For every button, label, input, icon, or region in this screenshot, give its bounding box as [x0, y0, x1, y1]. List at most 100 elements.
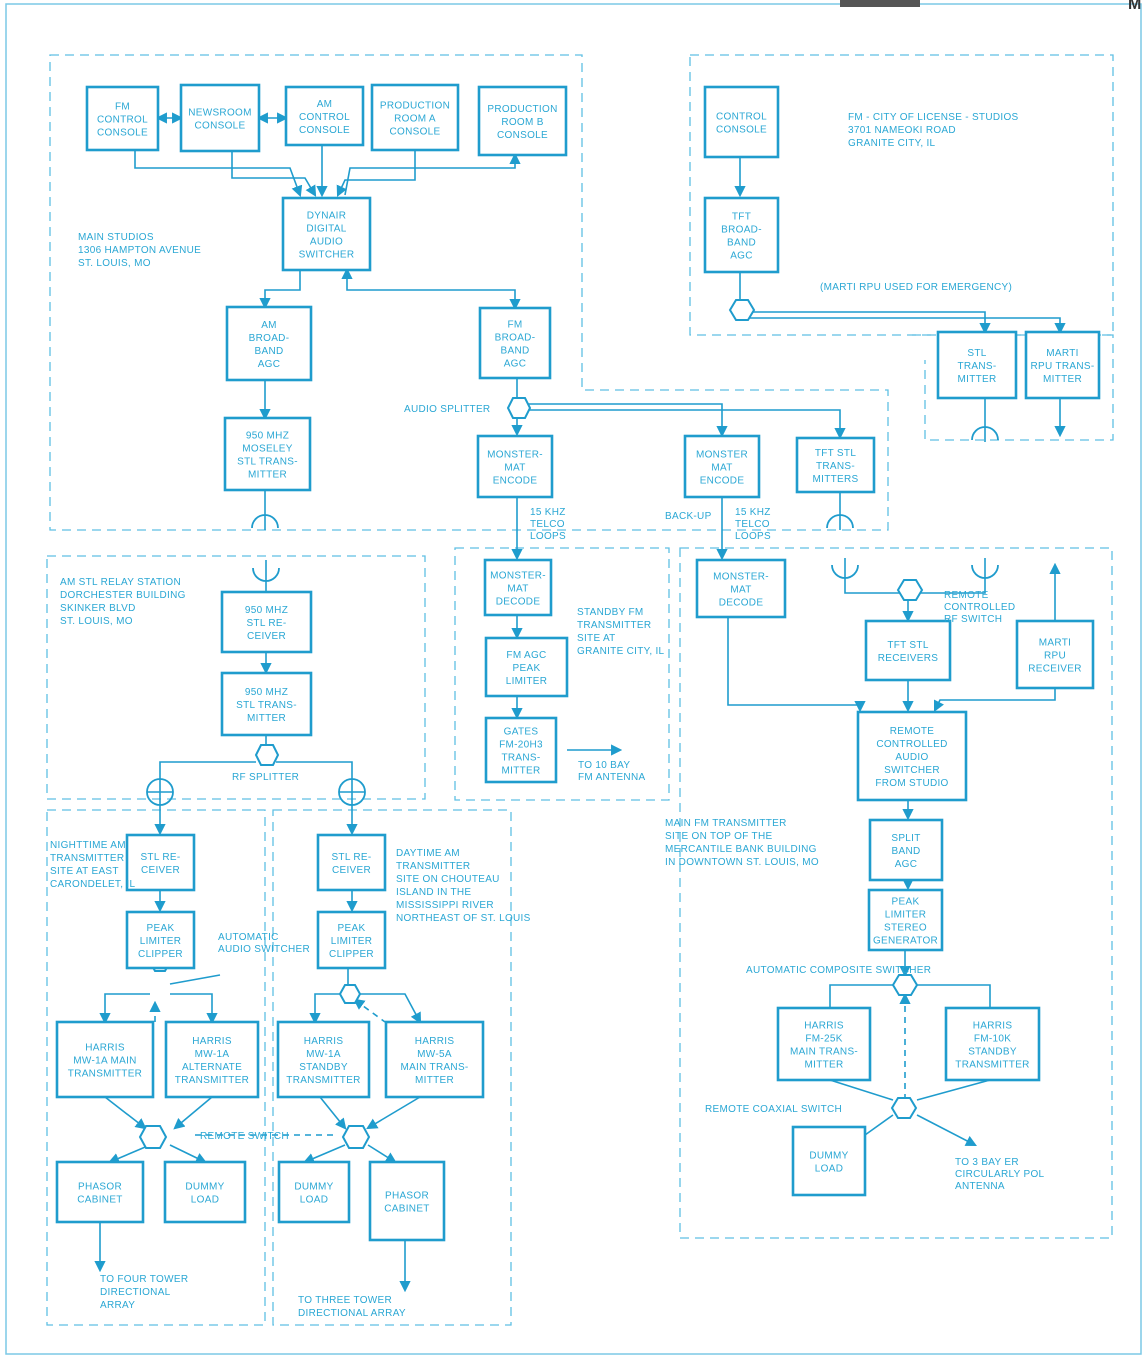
- antenna-fm-rx-1-icon: [831, 558, 859, 579]
- block-production-a-console: [370, 83, 460, 152]
- composite-switcher-hex: [891, 974, 919, 996]
- block-label-dummy-day-line: LOAD: [300, 1195, 328, 1206]
- label-remote-switch-am-line: REMOTE SWITCH: [200, 1131, 289, 1142]
- block-stl-tx-top: [936, 330, 1018, 400]
- block-phasor-day: [368, 1160, 446, 1242]
- block-label-peak-stereo-line: LIMITER: [885, 910, 927, 921]
- region-caption-daytime-am-line: DAYTIME AM: [396, 848, 460, 859]
- block-peak-limiter-day: [316, 910, 387, 970]
- block-label-harris-night-main-line: HARRIS: [85, 1043, 125, 1054]
- block-standby-fm-transmitter: [484, 716, 558, 784]
- block-fm-broadband-agc: [478, 306, 552, 380]
- label-telco-loops-2-line: 15 KHZ: [735, 507, 771, 518]
- region-caption-daytime-am-line: ISLAND IN THE: [396, 887, 471, 898]
- block-label-harris-night-alt-line: HARRIS: [192, 1036, 232, 1047]
- block-label-dec2-line: MONSTER-: [713, 572, 769, 583]
- region-caption-daytime-am-line: MISSISSIPPI RIVER: [396, 900, 494, 911]
- region-am-stl-relay: [46, 555, 426, 800]
- block-label-stl-rcvr-relay-line: STL RE-: [246, 618, 286, 629]
- block-label-stl-tx-top-line: STL: [967, 348, 986, 359]
- block-label-stl-tx-relay-line: 950 MHZ: [245, 687, 288, 698]
- block-label-prod-a-line: CONSOLE: [389, 127, 440, 138]
- antenna-stl-top-icon: [971, 425, 999, 442]
- block-label-harris-night-main-line: MW-1A MAIN: [73, 1056, 136, 1067]
- block-label-marti-rcvr-line: RPU: [1044, 651, 1066, 662]
- label-remote-rf-switch-line: RF SWITCH: [944, 614, 1002, 625]
- block-label-tft-stl-tx-line: MITTERS: [813, 474, 859, 485]
- block-label-switcher-line: SWITCHER: [299, 250, 355, 261]
- antenna-moseley-icon: [251, 514, 279, 530]
- block-harris-night-alt: [164, 1020, 260, 1099]
- label-day-array-line: TO THREE TOWER: [298, 1295, 392, 1306]
- block-label-fm-tx-standby-line: TRANS-: [501, 753, 540, 764]
- block-label-harris-standby-fm-line: FM-10K: [974, 1034, 1011, 1045]
- region-caption-main-studios-line: 1306 HAMPTON AVENUE: [78, 245, 201, 256]
- block-label-enc2-line: ENCODE: [700, 476, 745, 487]
- label-to-main-antenna-line: ANTENNA: [955, 1181, 1005, 1192]
- block-dummy-day: [277, 1160, 351, 1224]
- block-label-harris-day-standby-line: HARRIS: [304, 1036, 344, 1047]
- block-tft-stl-receivers: [864, 619, 952, 682]
- block-label-newsroom-line: NEWSROOM: [188, 108, 252, 119]
- block-marti-rpu-receiver: [1015, 619, 1095, 690]
- block-label-stl-rcvr-night: STL RE-CEIVER: [140, 852, 180, 876]
- block-label-agc-limiter-line: LIMITER: [506, 676, 548, 687]
- block-label-harris-standby-fm-line: TRANSMITTER: [955, 1060, 1029, 1071]
- antenna-night-rx-icon: [146, 778, 174, 806]
- label-automatic-composite-switcher: AUTOMATIC COMPOSITE SWITCHER: [746, 965, 931, 976]
- block-harris-standby-fm: [944, 1006, 1041, 1082]
- block-label-control-console-line: CONSOLE: [716, 125, 767, 136]
- coax-switch-hex: [890, 1097, 918, 1119]
- block-label-marti-tx-line: MARTI: [1046, 348, 1078, 359]
- block-label-dec1-line: DECODE: [496, 597, 541, 608]
- block-am-broadband-agc: [225, 305, 313, 382]
- block-marti-rpu-tx: [1024, 330, 1101, 400]
- connections: [94, 112, 1066, 1293]
- region-caption-am-stl-line: DORCHESTER BUILDING: [60, 590, 186, 601]
- antenna-relay-rx-icon: [252, 560, 280, 582]
- region-caption-main-fm-line: MAIN FM TRANSMITTER: [665, 818, 787, 829]
- block-label-phasor-night-line: CABINET: [77, 1195, 122, 1206]
- block-label-prod-a-line: PRODUCTION: [380, 101, 450, 112]
- region-caption-fm-city-line: GRANITE CITY, IL: [848, 138, 936, 149]
- block-label-am-agc-line: AM: [261, 320, 277, 331]
- rf-switch-hex: [896, 579, 924, 601]
- region-caption-main-fm-line: SITE ON TOP OF THE: [665, 831, 772, 842]
- block-label-am-control-line: CONTROL: [299, 112, 350, 123]
- block-label-dec1-line: MONSTER-: [490, 571, 546, 582]
- block-moseley-stl-tx: [223, 416, 312, 492]
- block-monstermat-decode-2: [695, 558, 787, 619]
- block-label-stl-rcvr-relay-line: 950 MHZ: [245, 605, 288, 616]
- block-label-peak-stereo-line: GENERATOR: [873, 936, 938, 947]
- block-harris-day-standby: [276, 1020, 371, 1099]
- label-to-standby-antenna-line: TO 10 BAY: [578, 760, 630, 771]
- region-marti-tx: [912, 334, 1114, 441]
- region-caption-nighttime-am-line: TRANSMITTER: [50, 853, 124, 864]
- audio-splitter-hex: [506, 397, 532, 419]
- block-label-agc-limiter-line: FM AGC: [506, 650, 546, 661]
- block-label-stl-tx-relay-line: STL TRANS-: [236, 700, 297, 711]
- block-stl-receiver-relay: [220, 590, 313, 654]
- block-label-dec2-line: DECODE: [719, 598, 764, 609]
- region-standby-fm: [454, 547, 670, 801]
- antenna-day-rx-icon: [338, 778, 366, 806]
- block-label-stl-rcvr-day: STL RE-CEIVER: [331, 852, 371, 876]
- label-automatic-composite-switcher-line: AUTOMATIC COMPOSITE SWITCHER: [746, 965, 931, 976]
- region-caption-am-stl-line: SKINKER BLVD: [60, 603, 136, 614]
- block-label-peak-day-line: LIMITER: [331, 936, 373, 947]
